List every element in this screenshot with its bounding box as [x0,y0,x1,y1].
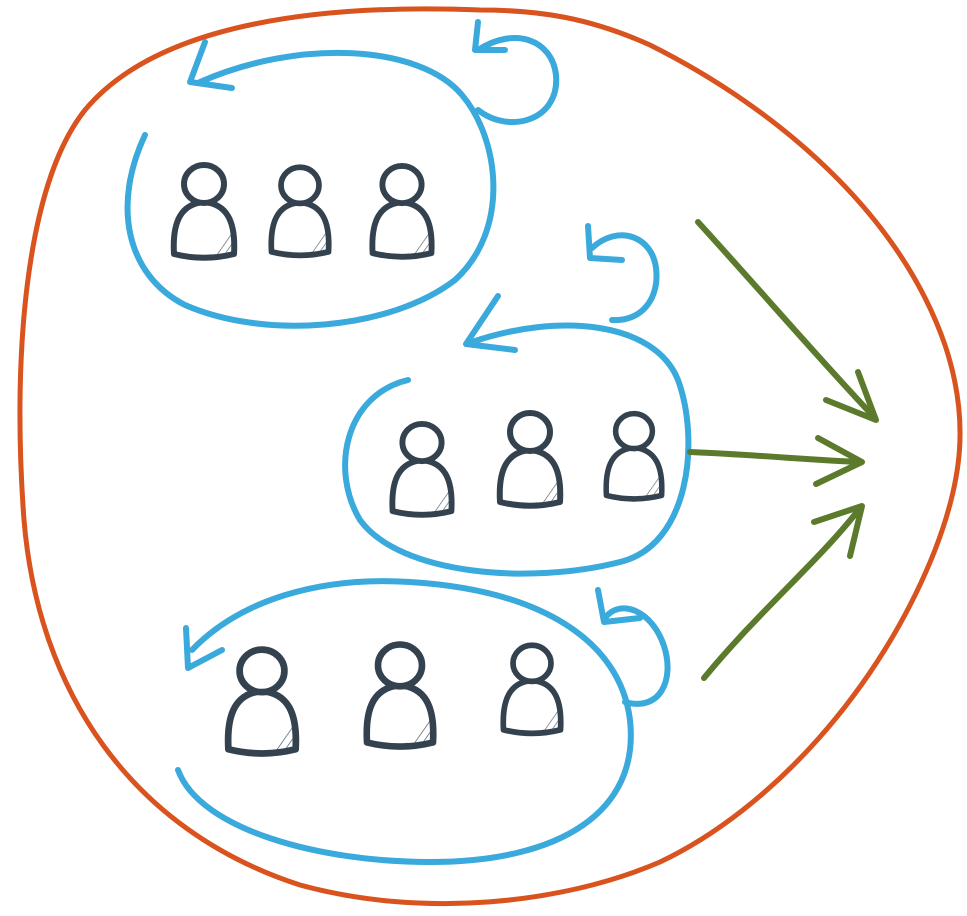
person-shading [533,705,561,733]
person-icon [363,641,437,750]
person-shading [301,227,329,255]
loop-small-arrowhead-bottom [595,587,643,625]
team-loop-middle [342,322,692,577]
person-head [236,646,288,696]
person-icon [268,164,332,259]
convergence-arrowhead-middle [813,435,865,487]
outer-boundary [17,6,963,907]
group-top [124,19,560,329]
person-head [507,410,553,454]
person-icon [369,162,435,260]
person-body [363,681,437,750]
convergence-arrows [687,219,879,681]
person-icon [170,162,238,261]
group-middle [342,223,692,577]
loop-arrowhead-bottom [183,625,225,671]
loop-small-arrowhead-top [472,19,508,53]
person-shading [402,713,433,746]
person-body [170,199,238,261]
convergence-arrow-bottom [701,505,863,681]
person-icon [496,410,564,509]
person-icon [603,410,665,502]
convergence-arrow-top [695,219,878,421]
team-loop-bottom [175,578,634,865]
person-shading [532,476,560,505]
person-head [399,420,445,465]
person-head [379,162,425,207]
loop-small-cycle-bottom [602,605,671,707]
group-bottom [175,578,671,865]
person-icon [500,642,564,737]
team-loop-top [124,49,497,329]
person-head [374,641,426,690]
person-head [510,642,554,685]
people-layer [170,162,665,757]
person-shading [635,471,662,498]
convergence-arrowhead-bottom [811,503,865,559]
person-body [500,677,564,737]
loop-small-arrowhead-middle [585,223,625,263]
person-icon [389,420,455,518]
person-icon [224,646,300,757]
person-body [389,457,455,518]
loop-small-cycle-middle [589,232,660,324]
person-shading [403,227,432,256]
person-head [181,162,227,206]
person-body [224,687,300,757]
person-body [369,199,435,260]
person-head [612,410,656,452]
person-body [603,444,665,502]
loop-small-cycle-top [475,35,560,126]
loop-arrowhead-middle [463,293,518,353]
person-body [496,447,564,509]
person-body [268,199,332,259]
person-shading [264,720,296,753]
person-shading [423,485,452,514]
loop-arrowhead-top [187,39,235,91]
person-shading [206,228,234,257]
convergence-arrow-middle [687,449,863,465]
convergence-arrowhead-top [823,369,879,423]
person-head [278,164,322,207]
